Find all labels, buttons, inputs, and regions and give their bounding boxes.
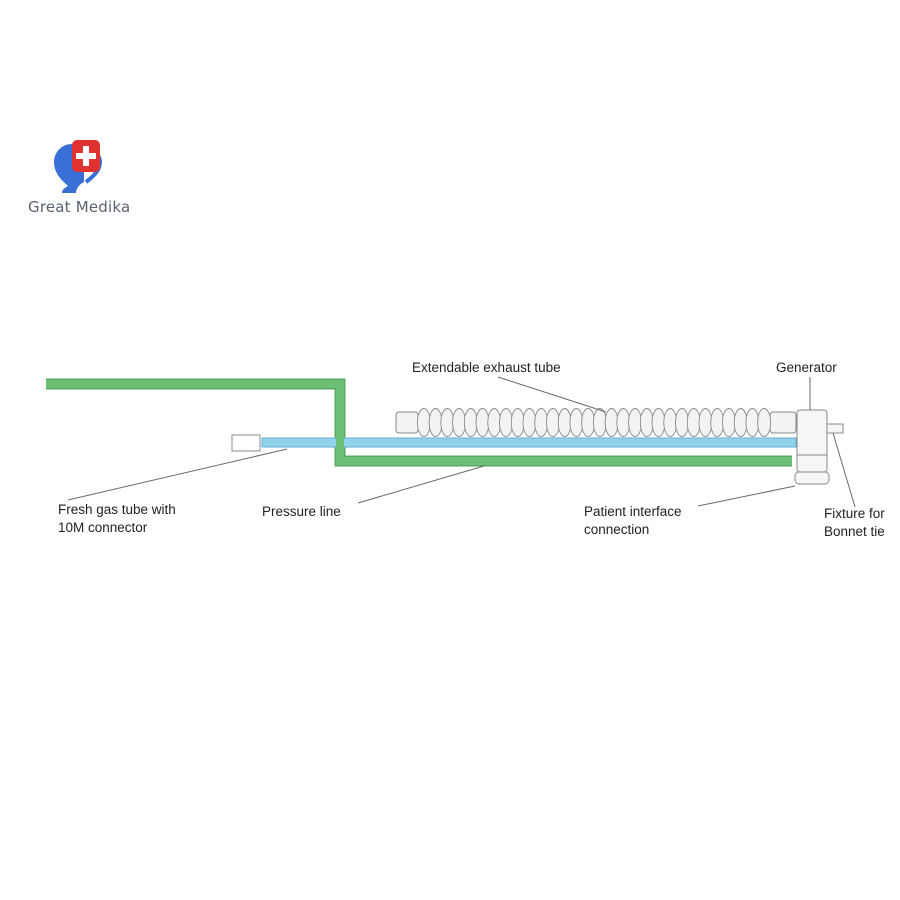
label-generator: Generator (776, 360, 837, 375)
bellows-segment (686, 408, 701, 437)
medical-cross-heart-icon (54, 140, 103, 193)
brand-logo: Great Medika (22, 138, 152, 222)
bellows-segment (510, 408, 525, 437)
bellows-segment (499, 408, 513, 437)
bellows-segment (733, 408, 748, 437)
bellows-segment (416, 408, 431, 437)
pressure-line (261, 437, 797, 448)
label-patient-interface-connection: Patient interface connection (584, 504, 682, 537)
bellows-segment (487, 408, 502, 437)
brand-name: Great Medika (28, 198, 131, 216)
bellows-segment (639, 408, 654, 437)
bellows-segment (475, 408, 490, 437)
label-pressure-line: Pressure line (262, 504, 341, 519)
bellows-segment (651, 408, 666, 437)
bellows-segment (440, 408, 455, 437)
bellows-segment (557, 408, 572, 437)
bonnet-tie-fixture (826, 423, 844, 434)
bellows-segment (698, 408, 713, 437)
bellows-segment (745, 408, 760, 437)
bellows-segment (522, 408, 537, 437)
bellows-segment (722, 408, 736, 437)
bellows-segment (628, 408, 642, 437)
bellows-segment (546, 408, 560, 437)
extendable-exhaust-tube (395, 408, 797, 437)
bellows-segment (581, 408, 596, 437)
bellows-segment (757, 408, 772, 437)
bellows-segment (569, 408, 584, 437)
bellows-segment (616, 408, 631, 437)
bellows-segment (463, 408, 478, 437)
generator (794, 409, 830, 485)
bellows-segment (534, 408, 549, 437)
label-fixture-for-bonnet-tie: Fixture for Bonnet tie (824, 506, 885, 539)
bellows-segment (675, 408, 689, 437)
bellows-segment (710, 408, 725, 437)
bellows-segment (663, 408, 678, 437)
label-fresh-gas-tube: Fresh gas tube with 10M connector (58, 502, 176, 535)
label-extendable-exhaust-tube: Extendable exhaust tube (412, 360, 561, 375)
bellows-segment (604, 408, 619, 437)
leader-lines (67, 376, 856, 508)
bellows-segment (428, 408, 443, 437)
10m-connector (231, 434, 261, 452)
bellows-segment (452, 408, 466, 437)
bellows-segment (592, 408, 607, 437)
